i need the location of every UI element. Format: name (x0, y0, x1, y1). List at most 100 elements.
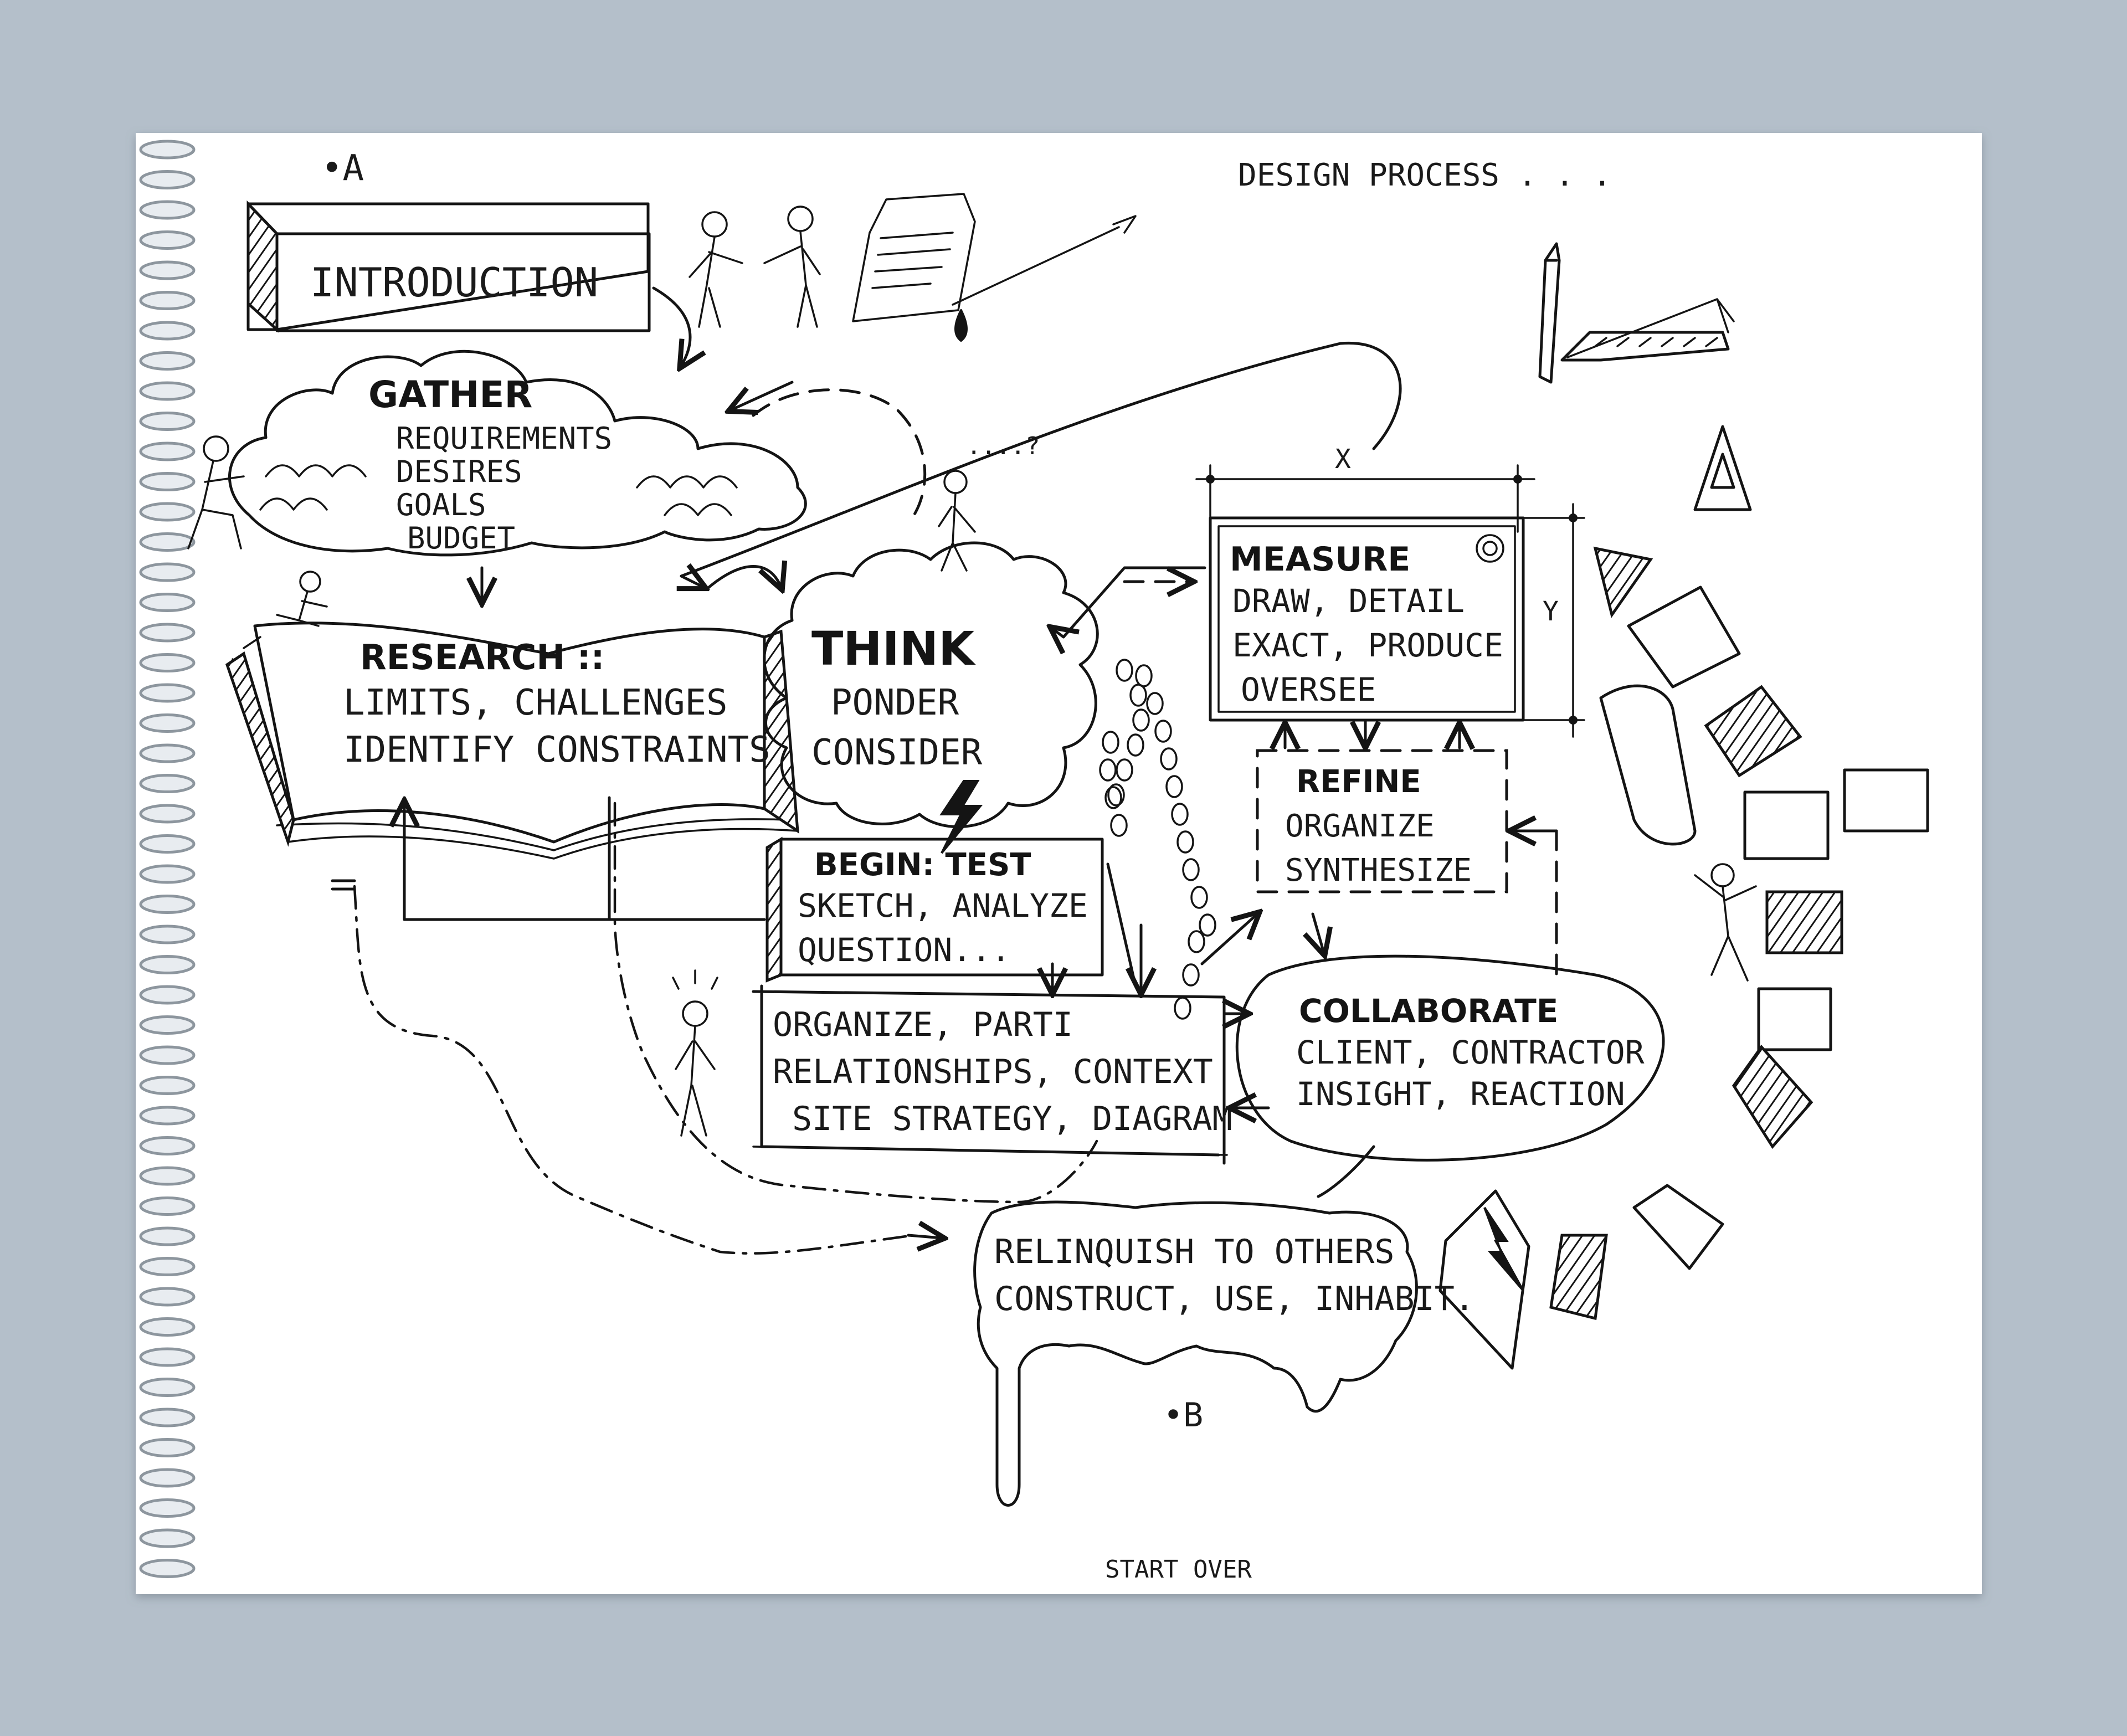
spiral-ring (139, 1528, 196, 1548)
trail-dot (1104, 786, 1122, 809)
trail-dot (1135, 664, 1153, 687)
research-line: IDENTIFY CONSTRAINTS (343, 730, 770, 771)
measure-title: MEASURE (1230, 540, 1410, 579)
page-title: DESIGN PROCESS . . . (1238, 157, 1611, 193)
trail-dot (1160, 747, 1178, 771)
lightning-bolt-icon (1483, 1206, 1524, 1292)
spiral-ring (139, 1347, 196, 1367)
sketch-frame (1765, 890, 1843, 954)
end-marker: •B (1163, 1396, 1203, 1435)
spiral-ring (139, 864, 196, 884)
sketch-frame (1627, 585, 1741, 689)
seated-figure-icon (187, 435, 245, 549)
think-title: THINK (811, 622, 976, 676)
spiral-ring (139, 1287, 196, 1307)
spiral-ring (139, 1226, 196, 1246)
spiral-ring (139, 170, 196, 189)
spiral-binding (139, 140, 196, 1578)
trail-dot (1116, 659, 1133, 682)
collaborate-stage: COLLABORATE CLIENT, CONTRACTOR INSIGHT, … (1235, 954, 1665, 1162)
trail-dot (1146, 692, 1164, 715)
spiral-ring (139, 834, 196, 854)
handshake-figures-icon (689, 206, 821, 328)
trail-dot (1174, 997, 1191, 1020)
collaborate-line: CLIENT, CONTRACTOR (1296, 1034, 1645, 1071)
spiral-ring (139, 1438, 196, 1457)
trail-dot (1110, 814, 1128, 837)
spiral-ring (139, 895, 196, 914)
measure-line: EXACT, PRODUCE (1232, 626, 1503, 664)
introduction-title: INTRODUCTION (310, 259, 598, 306)
spiral-ring (139, 925, 196, 944)
lightning-bolt-icon (939, 780, 983, 854)
relinquish-line: RELINQUISH TO OTHERS (994, 1232, 1394, 1271)
sketch-frames-arc (1438, 242, 1929, 1370)
measure-line: DRAW, DETAIL (1232, 582, 1465, 620)
refine-title: REFINE (1296, 764, 1421, 800)
spiral-ring (139, 985, 196, 1005)
relinquish-line: CONSTRUCT, USE, INHABIT. (994, 1280, 1474, 1318)
introduction-stage: INTRODUCTION (246, 200, 651, 333)
sketchbook-page (136, 133, 1982, 1594)
refine-stage: REFINE ORGANIZE SYNTHESIZE (1256, 749, 1508, 893)
trail-dot (1099, 758, 1117, 782)
trail-dot (1176, 830, 1194, 854)
spiral-ring (139, 713, 196, 733)
start-over-label: START OVER (1105, 1555, 1252, 1584)
ruler-icon (1560, 331, 1730, 362)
organize-stage: ORGANIZE, PARTI RELATIONSHIPS, CONTEXT S… (752, 984, 1232, 1165)
trail-dot (1107, 783, 1125, 807)
research-line: LIMITS, CHALLENGES (343, 682, 728, 723)
spiral-ring (139, 653, 196, 672)
trail-dot (1132, 708, 1150, 732)
refine-line: ORGANIZE (1285, 808, 1435, 844)
spiral-ring (139, 1045, 196, 1065)
thinking-figure-icon (938, 470, 976, 572)
dimension-y-label: Y (1543, 596, 1559, 627)
spiral-ring (139, 200, 196, 220)
sketch-frame (1704, 685, 1802, 778)
spiral-ring (139, 1378, 196, 1397)
sketch-frame (1843, 768, 1929, 833)
dotted-trail (1099, 659, 1216, 1020)
measure-stage: MEASURE DRAW, DETAIL EXACT, PRODUCE OVER… (1195, 444, 1585, 738)
test-stage: BEGIN: TEST SKETCH, ANALYZE QUESTION... (765, 836, 1104, 983)
spiral-ring (139, 502, 196, 522)
gather-title: GATHER (368, 373, 532, 416)
spiral-ring (139, 351, 196, 371)
contract-and-pen-icon (852, 193, 1137, 342)
sketch-frame (1732, 1045, 1813, 1149)
arrow-intro-to-gather (652, 286, 690, 366)
spiral-ring (139, 381, 196, 401)
relinquish-stage: RELINQUISH TO OTHERS CONSTRUCT, USE, INH… (973, 1200, 1474, 1507)
spiral-ring (139, 1559, 196, 1578)
spiral-ring (139, 955, 196, 974)
refine-line: SYNTHESIZE (1285, 852, 1472, 888)
reading-figure-icon (276, 571, 328, 627)
spiral-ring (139, 260, 196, 280)
organize-line: RELATIONSHIPS, CONTEXT (773, 1052, 1213, 1091)
spiral-ring (139, 623, 196, 643)
spiral-ring (139, 1076, 196, 1095)
measure-line: OVERSEE (1241, 671, 1376, 708)
trail-dot (1182, 963, 1200, 987)
research-stage: RESEARCH :: LIMITS, CHALLENGES IDENTIFY … (225, 622, 799, 860)
trail-dot (1182, 858, 1200, 881)
spiral-ring (139, 1317, 196, 1337)
dimension-x-label: X (1335, 444, 1351, 475)
spiral-ring (139, 1136, 196, 1155)
spiral-ring (139, 562, 196, 582)
presenter-figure-icon (672, 969, 718, 1137)
trail-dot (1154, 720, 1172, 743)
spiral-ring (139, 412, 196, 431)
gather-item: GOALS (396, 487, 486, 522)
sketch-frame (1632, 1184, 1724, 1270)
spiral-ring (139, 1015, 196, 1035)
sketch-frame (1549, 1234, 1608, 1321)
spiral-ring (139, 140, 196, 160)
trail-dot (1102, 731, 1119, 754)
spiral-ring (139, 1106, 196, 1126)
spiral-ring (139, 804, 196, 824)
spiral-ring (139, 1408, 196, 1427)
